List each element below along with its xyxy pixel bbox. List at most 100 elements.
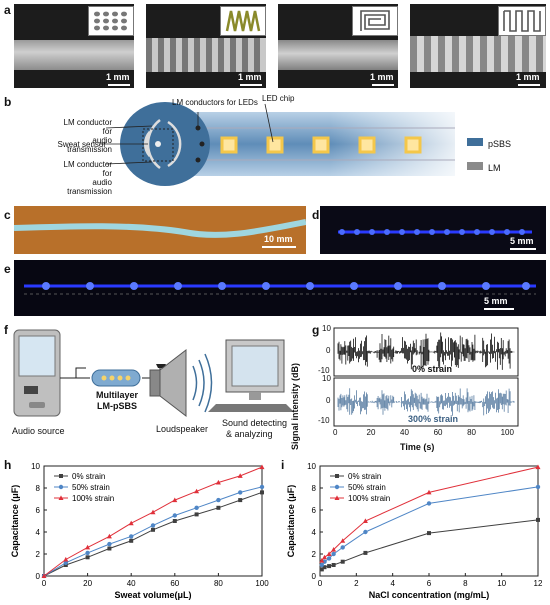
scale-text: 1 mm	[516, 72, 540, 82]
label-device-line1: Multilayer	[95, 390, 138, 400]
data-point	[319, 562, 325, 568]
data-point	[129, 534, 134, 539]
data-point	[331, 551, 336, 557]
x-tick-label: 100	[255, 579, 269, 588]
data-point	[238, 490, 243, 495]
data-point	[85, 544, 91, 550]
legend-marker	[58, 484, 64, 490]
sem-image-4: 1 mm	[410, 4, 546, 88]
data-point	[259, 464, 265, 470]
data-point	[259, 484, 265, 490]
data-point	[426, 501, 432, 506]
label-lm-audio-bottom: LM conductor for audio transmission	[63, 160, 112, 196]
data-point	[322, 565, 327, 570]
y-tick-label: 2	[312, 550, 317, 559]
fiber-body	[146, 38, 266, 72]
data-point	[85, 550, 90, 556]
data-point	[129, 538, 134, 543]
scale-bar	[518, 84, 540, 86]
photo-fiber-c: 10 mm	[13, 206, 307, 254]
g-ytick-bot-10: 10	[322, 374, 331, 383]
photo-leds-d: 5 mm	[320, 206, 546, 254]
scale-text: 5 mm	[510, 236, 534, 246]
y-tick-label: 6	[36, 506, 41, 515]
label-sound-line1: Sound detecting	[222, 418, 288, 428]
data-point	[216, 505, 221, 510]
scale-text: 1 mm	[106, 72, 130, 82]
data-point	[331, 547, 337, 552]
inset-spiral-pattern	[352, 6, 398, 36]
data-point	[536, 517, 540, 522]
inset-dot-pattern	[88, 6, 134, 36]
sem-image-2: 1 mm	[146, 4, 266, 88]
x-tick-label: 8	[463, 579, 468, 588]
phone-icon	[13, 329, 61, 417]
y-tick-label: 10	[31, 462, 40, 471]
data-point	[363, 529, 368, 535]
legend-marker	[334, 484, 340, 490]
data-point	[172, 519, 177, 523]
data-point	[427, 531, 431, 536]
data-point	[322, 554, 328, 560]
scale-text: 10 mm	[264, 234, 293, 244]
device-schematic	[100, 102, 483, 186]
series-line	[43, 491, 263, 577]
label-lm-audio-top: LM conductor for audio transmission	[63, 118, 112, 154]
x-tick-label: 0	[318, 579, 323, 588]
data-point	[194, 512, 199, 517]
y-axis-label: Capacitance (μF)	[10, 485, 20, 558]
data-point	[128, 520, 134, 526]
g-ylabel: Signal intensity (dB)	[290, 362, 300, 450]
data-point	[151, 527, 155, 532]
label-lm-leds: LM conductors for LEDs	[172, 98, 258, 107]
sem-image-3: 1 mm	[278, 4, 398, 88]
g-ytick-top-0: 0	[326, 346, 331, 355]
legend-label-lm: LM	[488, 163, 501, 173]
g-xtick: 60	[433, 428, 443, 437]
scale-bar	[240, 84, 262, 86]
g-xtick: 40	[400, 428, 409, 437]
data-point	[319, 558, 325, 563]
scale-bar	[372, 84, 394, 86]
x-tick-label: 6	[427, 579, 432, 588]
data-point	[106, 533, 112, 539]
series-line	[321, 519, 539, 570]
data-point	[535, 464, 541, 470]
loudspeaker-icon	[149, 348, 213, 418]
data-point	[362, 518, 368, 523]
audio-signal-plot	[333, 327, 519, 427]
y-tick-label: 10	[307, 462, 316, 471]
data-point	[426, 489, 432, 495]
y-tick-label: 6	[312, 506, 317, 515]
scale-bar	[484, 308, 514, 310]
y-tick-label: 4	[36, 528, 41, 537]
g-xtick: 80	[467, 428, 476, 437]
data-point	[340, 545, 345, 550]
inset-coil-pattern	[220, 6, 266, 36]
x-tick-label: 10	[497, 579, 506, 588]
g-ytick-bot-0: 0	[326, 396, 331, 405]
legend-marker	[335, 474, 339, 478]
legend-label-psbs: pSBS	[488, 139, 512, 149]
scale-bar	[108, 84, 130, 86]
label-sound-line2: & analyzing	[226, 429, 273, 439]
y-axis-label: Capacitance (μF)	[286, 485, 296, 558]
data-point	[194, 488, 200, 494]
data-point	[535, 484, 541, 490]
y-tick-label: 4	[312, 528, 317, 537]
data-point	[326, 551, 332, 556]
data-point	[194, 505, 199, 510]
scale-text: 5 mm	[484, 296, 508, 306]
data-point	[150, 509, 156, 515]
y-tick-label: 8	[36, 484, 41, 493]
label-led-chip: LED chip	[262, 94, 295, 103]
panel-label-g: g	[312, 323, 320, 337]
waveform-300-strain	[337, 388, 515, 416]
inset-serpentine-pattern	[498, 6, 546, 36]
legend-label: 50% strain	[348, 483, 386, 492]
y-tick-label: 2	[36, 550, 41, 559]
data-point	[327, 564, 332, 569]
g-bottom-text: 300% strain	[408, 414, 459, 424]
fiber-body	[278, 40, 398, 70]
